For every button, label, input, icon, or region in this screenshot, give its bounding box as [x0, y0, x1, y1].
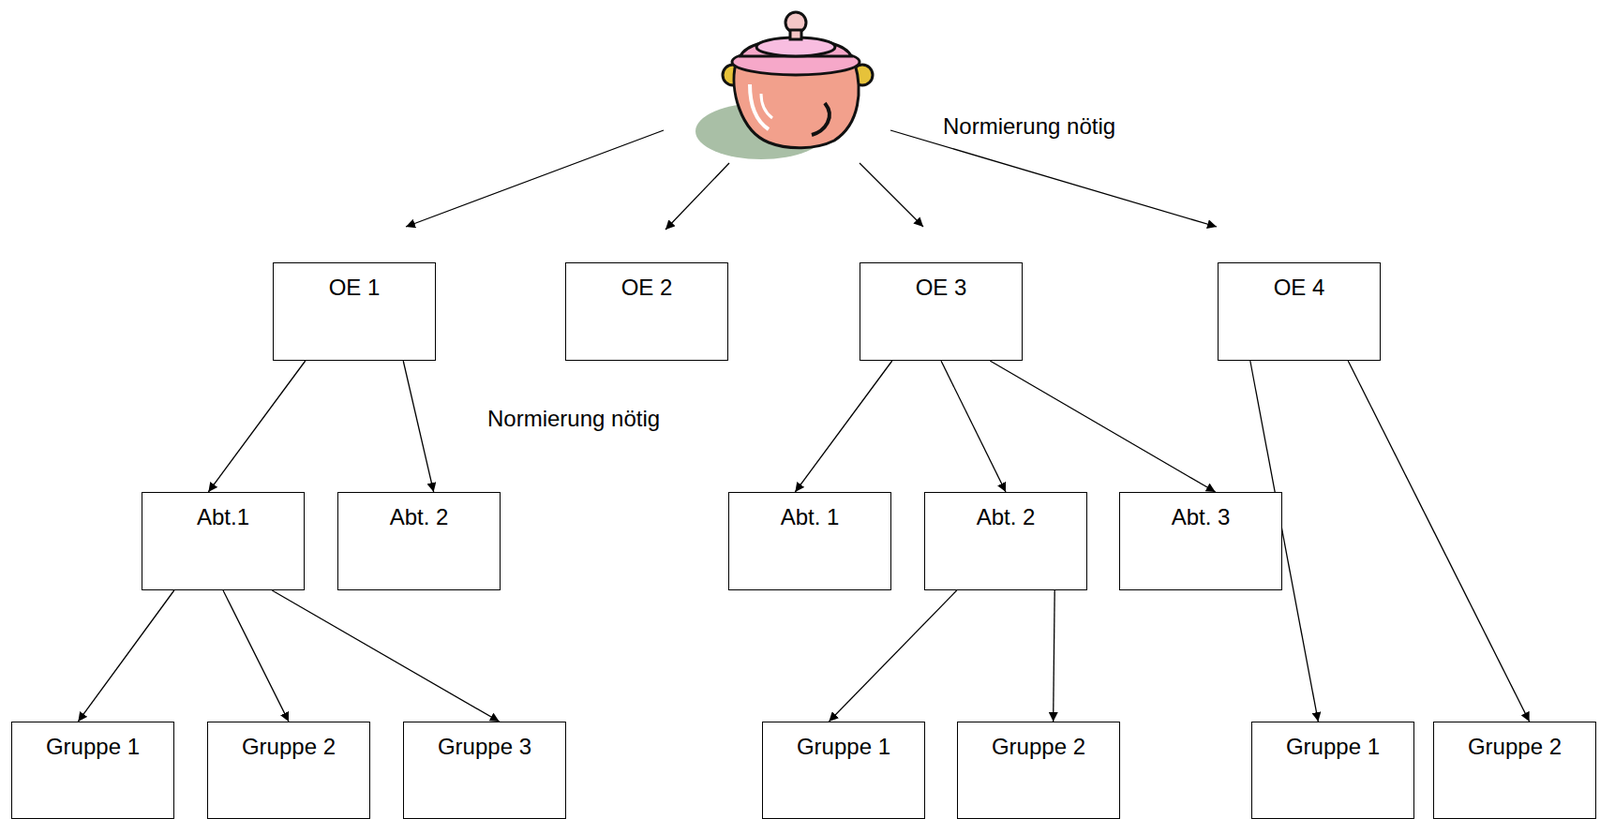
box-label: Gruppe 2: [241, 733, 336, 761]
box-label: OE 3: [915, 274, 968, 301]
hierarchy-arrow: [828, 590, 957, 722]
distribution-arrow: [890, 130, 1217, 227]
box-label: Abt. 1: [780, 504, 840, 531]
hierarchy-arrow: [941, 360, 1006, 493]
note-label: Normierung nötig: [484, 405, 663, 433]
group-box: Gruppe 1: [1251, 721, 1415, 819]
distribution-arrow: [665, 163, 730, 230]
department-box: Abt. 3: [1119, 492, 1283, 591]
box-label: Abt. 3: [1171, 504, 1231, 531]
note-label: Normierung nötig: [940, 113, 1119, 140]
box-label: Abt. 2: [976, 504, 1036, 531]
hierarchy-arrow: [77, 590, 174, 722]
department-box: Abt. 2: [924, 492, 1088, 591]
box-label: OE 2: [621, 274, 673, 301]
unit-box: OE 1: [272, 262, 436, 361]
department-box: Abt.1: [141, 492, 305, 591]
department-box: Abt. 2: [337, 492, 501, 591]
group-box: Gruppe 3: [403, 721, 567, 819]
group-box: Gruppe 2: [957, 721, 1121, 819]
hierarchy-arrow: [208, 360, 305, 493]
box-label: Abt.1: [196, 504, 250, 531]
box-label: Gruppe 2: [991, 733, 1086, 761]
unit-box: OE 3: [859, 262, 1023, 361]
box-label: Gruppe 1: [1285, 733, 1380, 761]
unit-box: OE 4: [1217, 262, 1381, 361]
hierarchy-arrow: [989, 360, 1215, 493]
group-box: Gruppe 1: [11, 721, 175, 819]
box-label: Gruppe 3: [437, 733, 532, 761]
hierarchy-arrow: [794, 360, 892, 493]
unit-box: OE 2: [565, 262, 729, 361]
hierarchy-arrow: [271, 590, 499, 722]
group-box: Gruppe 2: [207, 721, 371, 819]
hierarchy-arrow: [403, 360, 434, 493]
box-label: Abt. 2: [389, 504, 449, 531]
box-label: Gruppe 1: [45, 733, 140, 761]
pot: [722, 12, 873, 149]
pot-arrows: [405, 130, 1217, 230]
hierarchy-arrow: [223, 590, 289, 722]
group-box: Gruppe 2: [1433, 721, 1597, 819]
box-label: OE 4: [1273, 274, 1326, 301]
box-label: Gruppe 2: [1467, 733, 1562, 761]
distribution-arrow: [859, 163, 924, 227]
department-box: Abt. 1: [728, 492, 892, 591]
hierarchy-arrow: [1053, 590, 1056, 722]
box-label: OE 1: [328, 274, 381, 301]
group-box: Gruppe 1: [762, 721, 926, 819]
distribution-arrow: [405, 130, 664, 227]
box-label: Gruppe 1: [796, 733, 891, 761]
hierarchy-arrow: [1347, 360, 1529, 722]
